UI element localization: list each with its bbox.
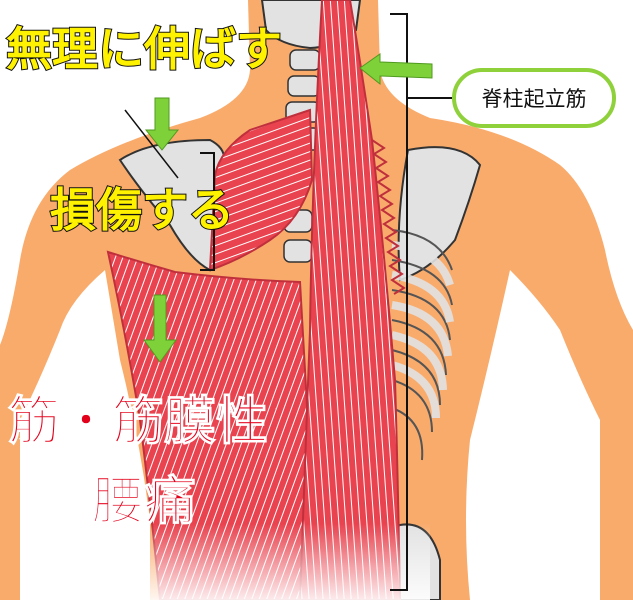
pointer-line: [124, 109, 179, 179]
erector-spinae-serration: [371, 139, 406, 295]
injury-bracket: [200, 152, 215, 271]
label-cause-line2: 腰痛: [91, 472, 197, 532]
label-cause-line1: 筋・筋膜性: [7, 392, 269, 452]
label-stretch: 無理に伸ばす: [5, 22, 283, 76]
erector-bracket: [390, 13, 408, 591]
right-scapula: [397, 146, 482, 282]
label-injury: 損傷する: [49, 183, 235, 237]
upper-back-muscle: [208, 108, 314, 272]
label-erector-spinae: 脊柱起立筋: [452, 68, 616, 128]
ribcage-fill: [390, 241, 454, 419]
green-arrow-icon: [143, 53, 433, 363]
